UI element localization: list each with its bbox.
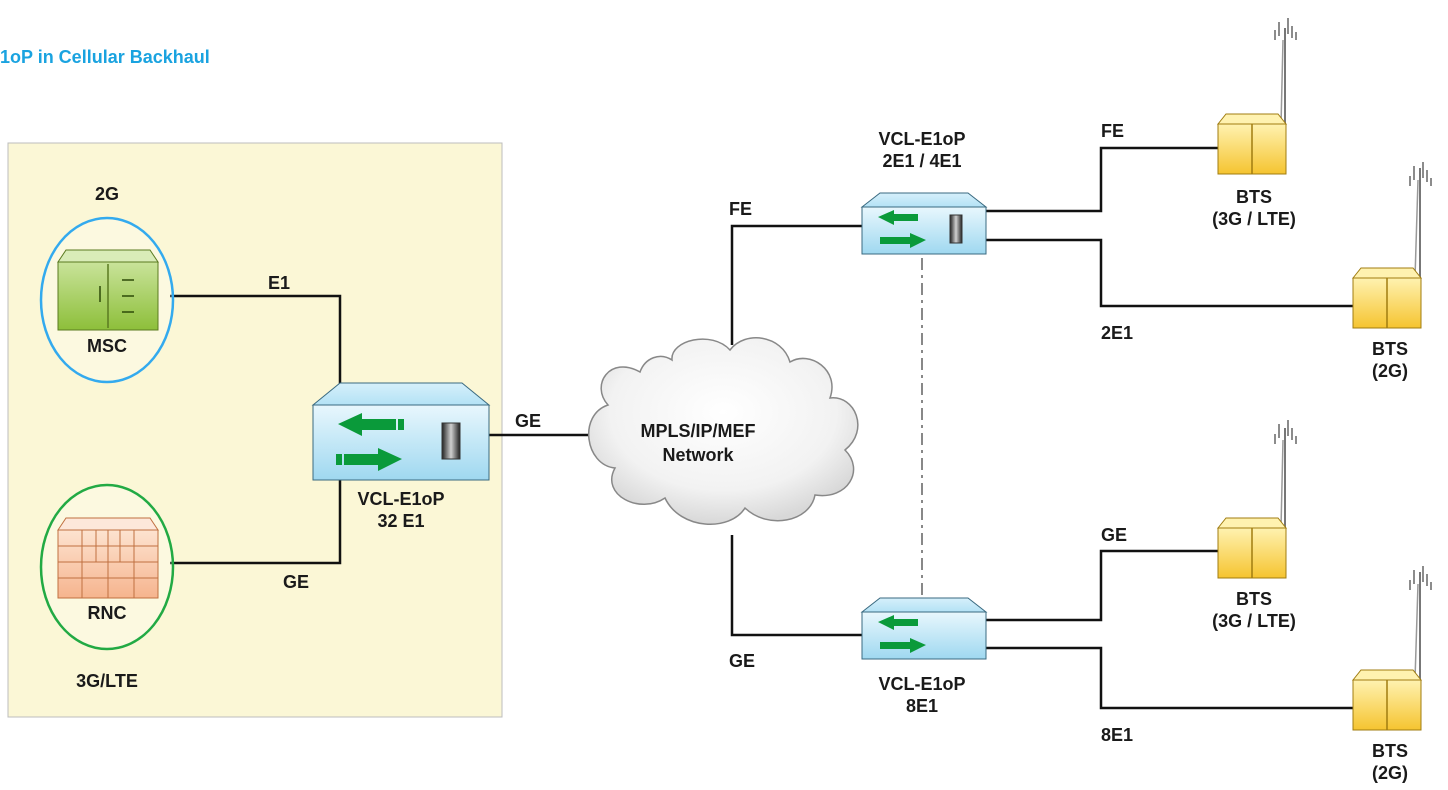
e1op-bottom-label-2: 8E1 <box>905 696 939 716</box>
link-rnc-ge <box>170 475 342 565</box>
bts-top-lte-label-2: (3G / LTE) <box>1212 209 1296 229</box>
e1op-main-label-2: 32 E1 <box>377 511 425 531</box>
msc-icon <box>57 249 159 331</box>
link-top-bts-2e1-label: 2E1 <box>1101 323 1134 343</box>
group-3g-label: 3G/LTE <box>76 671 138 691</box>
link-top-bts-2g-2e1 <box>986 238 1353 308</box>
e1op-top-label-2: 2E1 / 4E1 <box>882 151 962 171</box>
bts-top-2g-icon <box>1351 162 1432 329</box>
bts-bottom-lte-label-2: (3G / LTE) <box>1212 611 1296 631</box>
e1op-main-label-1: VCL-E1oP <box>357 489 445 509</box>
msc-label: MSC <box>87 336 127 356</box>
link-top-bts-fe-label: FE <box>1101 121 1125 141</box>
bts-bottom-lte-label-1: BTS <box>1236 589 1272 609</box>
bts-top-2g-label-2: (2G) <box>1372 361 1408 381</box>
arrow-left-icon <box>338 413 396 436</box>
link-bottom-bts-8e1-label: 8E1 <box>1101 725 1134 745</box>
bts-bottom-lte-icon <box>1216 420 1297 579</box>
link-cloud-top-fe <box>730 224 862 345</box>
e1op-top-label-1: VCL-E1oP <box>878 129 966 149</box>
link-cloud-top-fe-label: FE <box>729 199 753 219</box>
rnc-icon <box>57 517 159 599</box>
rnc-label: RNC <box>87 603 127 623</box>
cloud-label-1: MPLS/IP/MEF <box>640 421 756 441</box>
link-rnc-ge-label: GE <box>283 572 310 592</box>
e1op-top-device <box>860 192 988 255</box>
arrow-right-icon <box>344 448 402 471</box>
bts-top-lte-icon <box>1216 18 1297 175</box>
link-cloud-bottom-ge <box>730 535 862 637</box>
link-bottom-bts-lte-ge <box>986 549 1218 622</box>
page-title: 1oP in Cellular Backhaul <box>0 47 210 67</box>
link-top-bts-lte-fe <box>986 146 1218 213</box>
link-bottom-bts-2g-8e1 <box>986 646 1353 710</box>
link-msc-e1-label: E1 <box>268 273 291 293</box>
bts-bottom-2g-label-1: BTS <box>1372 741 1408 761</box>
bts-top-lte-label-1: BTS <box>1236 187 1272 207</box>
bts-bottom-2g-icon <box>1351 566 1432 731</box>
link-msc-e1 <box>170 294 342 390</box>
link-main-cloud-ge-label: GE <box>515 411 542 431</box>
port-icon <box>441 422 461 460</box>
e1op-bottom-label-1: VCL-E1oP <box>878 674 966 694</box>
bts-bottom-2g-label-2: (2G) <box>1372 763 1408 783</box>
link-bottom-bts-ge-label: GE <box>1101 525 1128 545</box>
mpls-cloud <box>587 337 859 525</box>
e1op-bottom-device <box>860 597 988 660</box>
cloud-label-2: Network <box>662 445 734 465</box>
link-cloud-bottom-ge-label: GE <box>729 651 756 671</box>
group-2g-label: 2G <box>94 184 120 204</box>
bts-top-2g-label-1: BTS <box>1372 339 1408 359</box>
e1op-main-device <box>311 382 491 481</box>
